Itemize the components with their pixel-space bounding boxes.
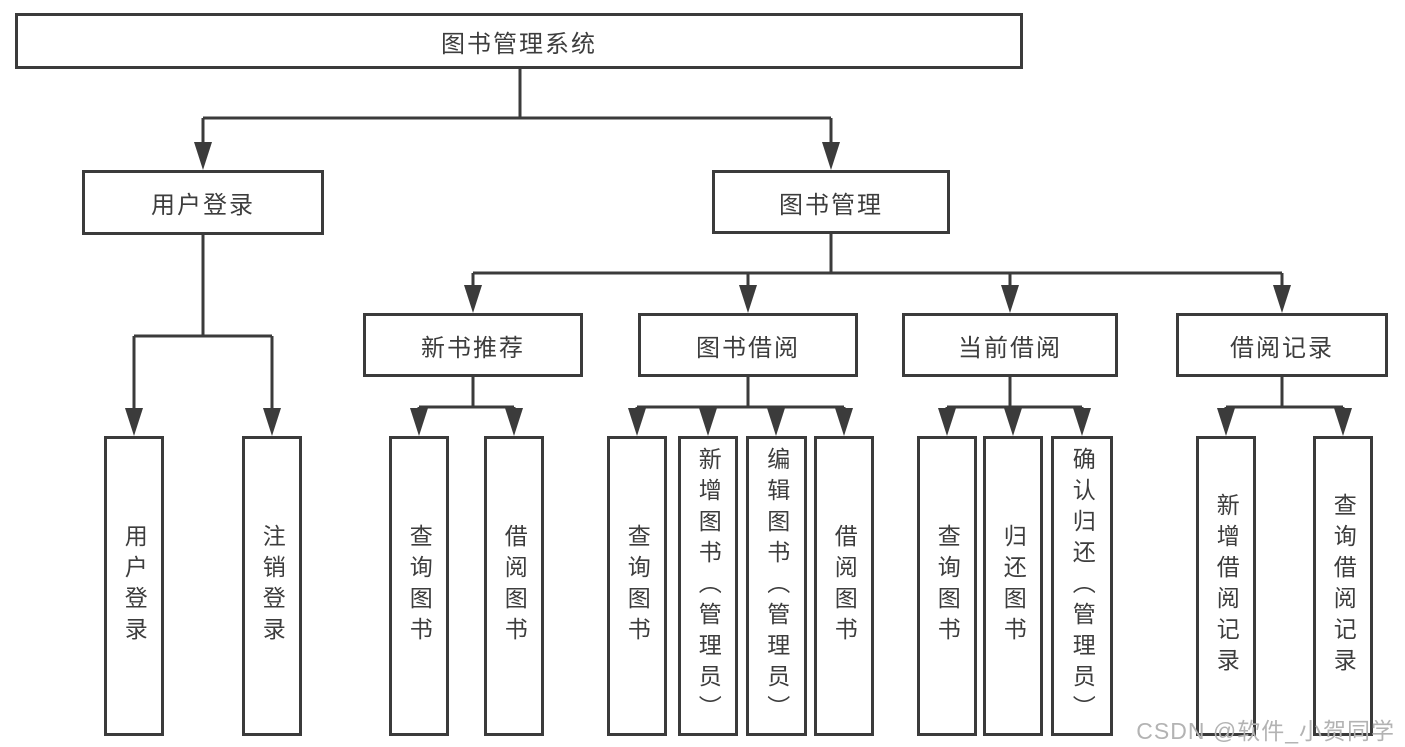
leaf-edit-book-admin: 编辑图书（管理员）: [746, 436, 807, 736]
leaf-query-borrow-record: 查询借阅记录: [1313, 436, 1373, 736]
node-new-book-recommend-label: 新书推荐: [421, 334, 525, 362]
leaf-confirm-return-admin-label: 确认归还（管理员）: [1069, 446, 1096, 726]
leaf-query-books-recommend-label: 查询图书: [406, 524, 433, 648]
leaf-logout-label: 注销登录: [259, 524, 286, 648]
leaf-add-book-admin-label: 新增图书（管理员）: [695, 446, 722, 726]
connector-new-book-children: [410, 377, 523, 436]
leaf-borrow-books-recommend: 借阅图书: [484, 436, 544, 736]
node-user-login-label: 用户登录: [151, 192, 255, 219]
node-book-management: 图书管理: [712, 170, 950, 234]
leaf-borrow-books-recommend-label: 借阅图书: [501, 524, 528, 648]
leaf-user-login: 用户登录: [104, 436, 164, 736]
leaf-query-books-borrow: 查询图书: [607, 436, 667, 736]
leaf-add-book-admin: 新增图书（管理员）: [678, 436, 738, 736]
node-book-management-label: 图书管理: [779, 191, 883, 219]
leaf-confirm-return-admin: 确认归还（管理员）: [1051, 436, 1113, 736]
connector-book-borrow-children: [628, 377, 853, 436]
leaf-query-books-current-label: 查询图书: [934, 524, 961, 648]
leaf-edit-book-admin-label: 编辑图书（管理员）: [763, 446, 790, 726]
leaf-return-books-label: 归还图书: [1000, 524, 1027, 648]
leaf-add-borrow-record: 新增借阅记录: [1196, 436, 1256, 736]
node-user-login: 用户登录: [82, 170, 324, 235]
node-book-borrow: 图书借阅: [638, 313, 858, 377]
leaf-add-borrow-record-label: 新增借阅记录: [1213, 493, 1240, 679]
leaf-return-books: 归还图书: [983, 436, 1043, 736]
leaf-query-borrow-record-label: 查询借阅记录: [1330, 493, 1357, 679]
connector-borrow-records-children: [1217, 377, 1352, 436]
node-book-borrow-label: 图书借阅: [696, 334, 800, 362]
node-library-system: 图书管理系统: [15, 13, 1023, 69]
node-current-borrow-label: 当前借阅: [958, 334, 1062, 362]
leaf-query-books-current: 查询图书: [917, 436, 977, 736]
leaf-user-login-label: 用户登录: [121, 524, 148, 648]
connector-user-login-children: [125, 235, 281, 436]
node-borrow-records-label: 借阅记录: [1230, 334, 1334, 362]
node-borrow-records: 借阅记录: [1176, 313, 1388, 377]
node-current-borrow: 当前借阅: [902, 313, 1118, 377]
node-new-book-recommend: 新书推荐: [363, 313, 583, 377]
leaf-logout: 注销登录: [242, 436, 302, 736]
connector-current-borrow-children: [938, 377, 1091, 436]
leaf-query-books-recommend: 查询图书: [389, 436, 449, 736]
connector-root-to-level2: [194, 69, 840, 170]
connector-book-management-children: [464, 234, 1291, 313]
leaf-query-books-borrow-label: 查询图书: [624, 524, 651, 648]
leaf-borrow-books-label: 借阅图书: [831, 524, 858, 648]
watermark: CSDN @软件_小贺同学: [1136, 718, 1395, 744]
leaf-borrow-books: 借阅图书: [814, 436, 874, 736]
node-library-system-label: 图书管理系统: [441, 30, 597, 58]
